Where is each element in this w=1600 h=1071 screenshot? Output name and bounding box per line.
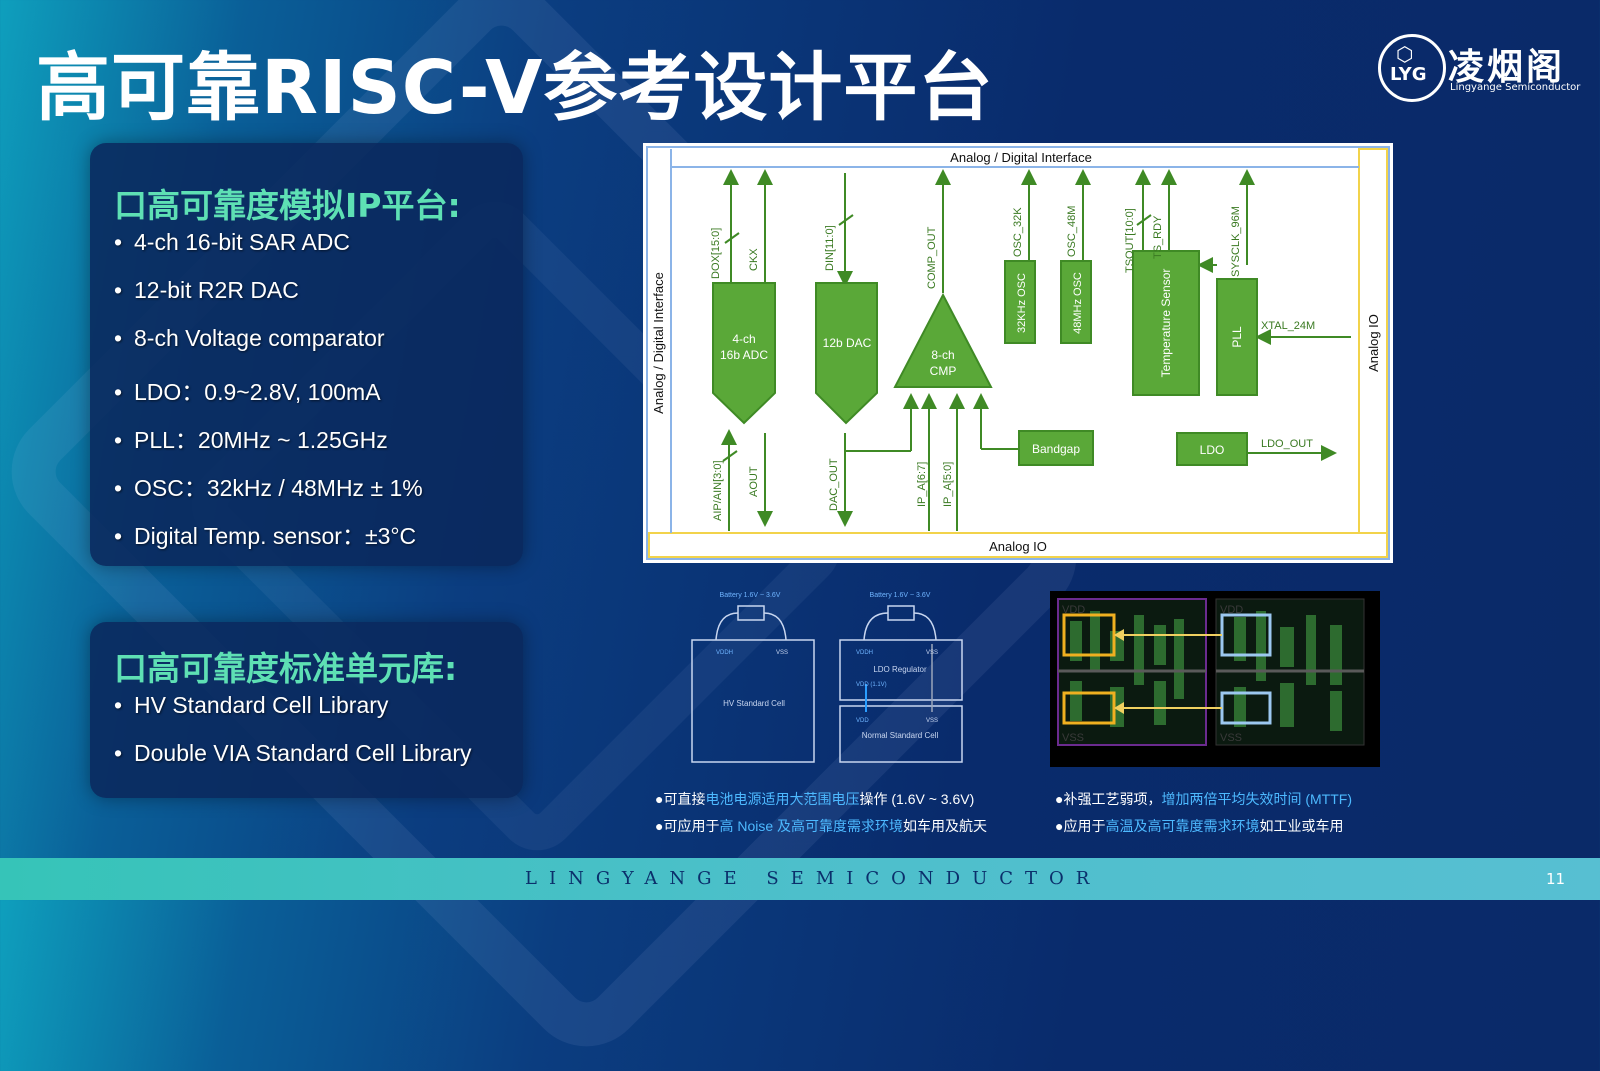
normal-cell-label: Normal Standard Cell xyxy=(862,731,939,740)
battery-label-right: Battery 1.6V ~ 3.6V xyxy=(870,592,931,599)
caption-right-2: ●应用于高温及高可靠度需求环境如工业或车用 xyxy=(1055,818,1344,834)
logo-mark: LYG xyxy=(1390,64,1427,85)
layout-vdd-right: VDD xyxy=(1220,604,1243,616)
sig-ldo-out: LDO_OUT xyxy=(1261,438,1313,450)
vss-label-left: VSS xyxy=(776,650,788,656)
adc-label-1: 4-ch xyxy=(732,332,755,346)
right-bus-frame xyxy=(1358,148,1388,534)
list-item: •4-ch 16-bit SAR ADC xyxy=(114,229,351,255)
outer-frame xyxy=(646,146,1390,560)
cmp-block xyxy=(893,292,993,388)
sig-din: DIN[11:0] xyxy=(824,225,836,271)
sig-osc32k: OSC_32K xyxy=(1012,207,1024,257)
list-item: •OSC：32kHz / 48MHz ± 1% xyxy=(114,475,423,501)
battery-label-left: Battery 1.6V ~ 3.6V xyxy=(720,592,781,599)
list-item: •8-ch Voltage comparator xyxy=(114,325,385,351)
sig-dac-out: DAC_OUT xyxy=(828,458,840,511)
top-bus-label: Analog / Digital Interface xyxy=(950,150,1092,165)
logo-emblem xyxy=(1378,34,1446,102)
slide-title: 高可靠RISC-V参考设计平台 xyxy=(36,45,994,131)
bandgap-label: Bandgap xyxy=(1032,442,1080,456)
list-item: •HV Standard Cell Library xyxy=(114,692,389,718)
adc-label-2: 16b ADC xyxy=(720,348,768,362)
battery-icon-left xyxy=(737,605,765,621)
temp-sensor-label: Temperature Sensor xyxy=(1159,269,1173,378)
sig-aip: AIP/AIN[3:0] xyxy=(712,460,724,521)
sig-comp-out: COMP_OUT xyxy=(926,226,938,289)
logo-hexagon-icon: ⬡ xyxy=(1396,42,1414,66)
sig-ckx: CKX xyxy=(748,248,760,271)
list-item: •Digital Temp. sensor：±3°C xyxy=(114,523,417,549)
layout-vss-left: VSS xyxy=(1062,732,1084,744)
pll-block xyxy=(1216,278,1258,396)
hv-cell-label: HV Standard Cell xyxy=(723,699,785,708)
dac-block xyxy=(815,282,878,425)
layout-vss-right: VSS xyxy=(1220,732,1242,744)
sig-tsout: TSOUT[10:0] xyxy=(1124,208,1136,273)
layout-image: VDD VDD VSS VSS xyxy=(1050,591,1380,767)
sig-ts-rdy: TS_RDY xyxy=(1152,215,1164,259)
list-item: •LDO：0.9~2.8V, 100mA xyxy=(114,379,381,405)
ldo-label: LDO xyxy=(1200,443,1225,457)
vdd-11-label: VDD (1.1V) xyxy=(856,682,887,688)
analog-ip-list: •4-ch 16-bit SAR ADC •12-bit R2R DAC •8-… xyxy=(114,229,423,565)
ldo-reg-box xyxy=(839,639,963,701)
logo-name-cn: 凌烟阁 xyxy=(1448,47,1566,88)
battery-icon-right xyxy=(887,605,915,621)
bottom-bus-label: Analog IO xyxy=(989,539,1047,554)
bandgap-block xyxy=(1018,430,1094,466)
osc48-block xyxy=(1060,260,1092,344)
pll-label: PLL xyxy=(1230,326,1244,348)
footer-company-text: LINGYANGE SEMICONDUCTOR xyxy=(525,868,1102,889)
cmp-label-2: CMP xyxy=(930,364,957,378)
sig-xtal: XTAL_24M xyxy=(1261,320,1315,332)
sig-aout: AOUT xyxy=(748,466,760,497)
vss-label-right: VSS xyxy=(926,650,938,656)
footer-bar: LINGYANGE SEMICONDUCTOR 11 xyxy=(0,858,1600,900)
list-item: •12-bit R2R DAC xyxy=(114,277,299,303)
vss-label-normal: VSS xyxy=(926,718,938,724)
ldo-regulator-label: LDO Regulator xyxy=(873,665,927,674)
page-number: 11 xyxy=(1546,870,1566,888)
block-diagram: Analog / Digital Interface Analog IO Ana… xyxy=(643,143,1393,563)
vddh-label-left: VDDH xyxy=(716,650,733,656)
sig-ip-a-hi: IP_A[6:7] xyxy=(916,462,928,507)
ldo-block xyxy=(1176,432,1248,466)
caption-left-2: ●可应用于高 Noise 及高可靠度需求环境如车用及航天 xyxy=(655,818,988,834)
panel-heading: 口高可靠度标准单元库: xyxy=(114,649,458,688)
normal-cell-box xyxy=(839,705,963,763)
bottom-bus-frame xyxy=(648,532,1388,558)
sig-ip-a-lo: IP_A[5:0] xyxy=(942,462,954,507)
left-bus-label: Analog / Digital Interface xyxy=(651,272,666,414)
panel-heading: 口高可靠度模拟IP平台: xyxy=(114,186,461,225)
sig-dox: DOX[15:0] xyxy=(710,228,722,279)
list-item: •Double VIA Standard Cell Library xyxy=(114,740,472,766)
sig-sysclk: SYSCLK_96M xyxy=(1230,206,1242,277)
right-bus-label: Analog IO xyxy=(1366,314,1381,372)
list-item: •PLL：20MHz ~ 1.25GHz xyxy=(114,427,388,453)
osc32-label: 32KHz OSC xyxy=(1016,273,1028,333)
sig-osc48m: OSC_48M xyxy=(1066,206,1078,257)
std-cell-panel: 口高可靠度标准单元库: •HV Standard Cell Library •D… xyxy=(90,622,523,798)
cmp-label-1: 8-ch xyxy=(931,348,954,362)
company-logo: ⬡ LYG 凌烟阁 Lingyange Semiconductor xyxy=(1378,34,1581,104)
vdd-label: VDD xyxy=(856,718,869,724)
adc-block xyxy=(712,282,776,425)
analog-ip-panel: 口高可靠度模拟IP平台: •4-ch 16-bit SAR ADC •12-bi… xyxy=(90,143,523,566)
dac-label: 12b DAC xyxy=(823,336,872,350)
logo-name-en: Lingyange Semiconductor xyxy=(1450,82,1581,93)
layout-vdd-left: VDD xyxy=(1062,604,1085,616)
hv-cell-box xyxy=(691,639,815,763)
caption-right-1: ●补强工艺弱项，增加两倍平均失效时间 (MTTF) xyxy=(1055,791,1352,807)
vddh-label-right: VDDH xyxy=(856,650,873,656)
osc32-block xyxy=(1004,260,1036,344)
temp-sensor-block xyxy=(1132,250,1200,396)
std-cell-list: •HV Standard Cell Library •Double VIA St… xyxy=(114,692,472,788)
std-cell-diagram: Battery 1.6V ~ 3.6V Battery 1.6V ~ 3.6V … xyxy=(691,592,963,763)
caption-left-1: ●可直接电池电源适用大范围电压操作 (1.6V ~ 3.6V) xyxy=(655,791,975,807)
osc48-label: 48MHz OSC xyxy=(1072,272,1084,334)
